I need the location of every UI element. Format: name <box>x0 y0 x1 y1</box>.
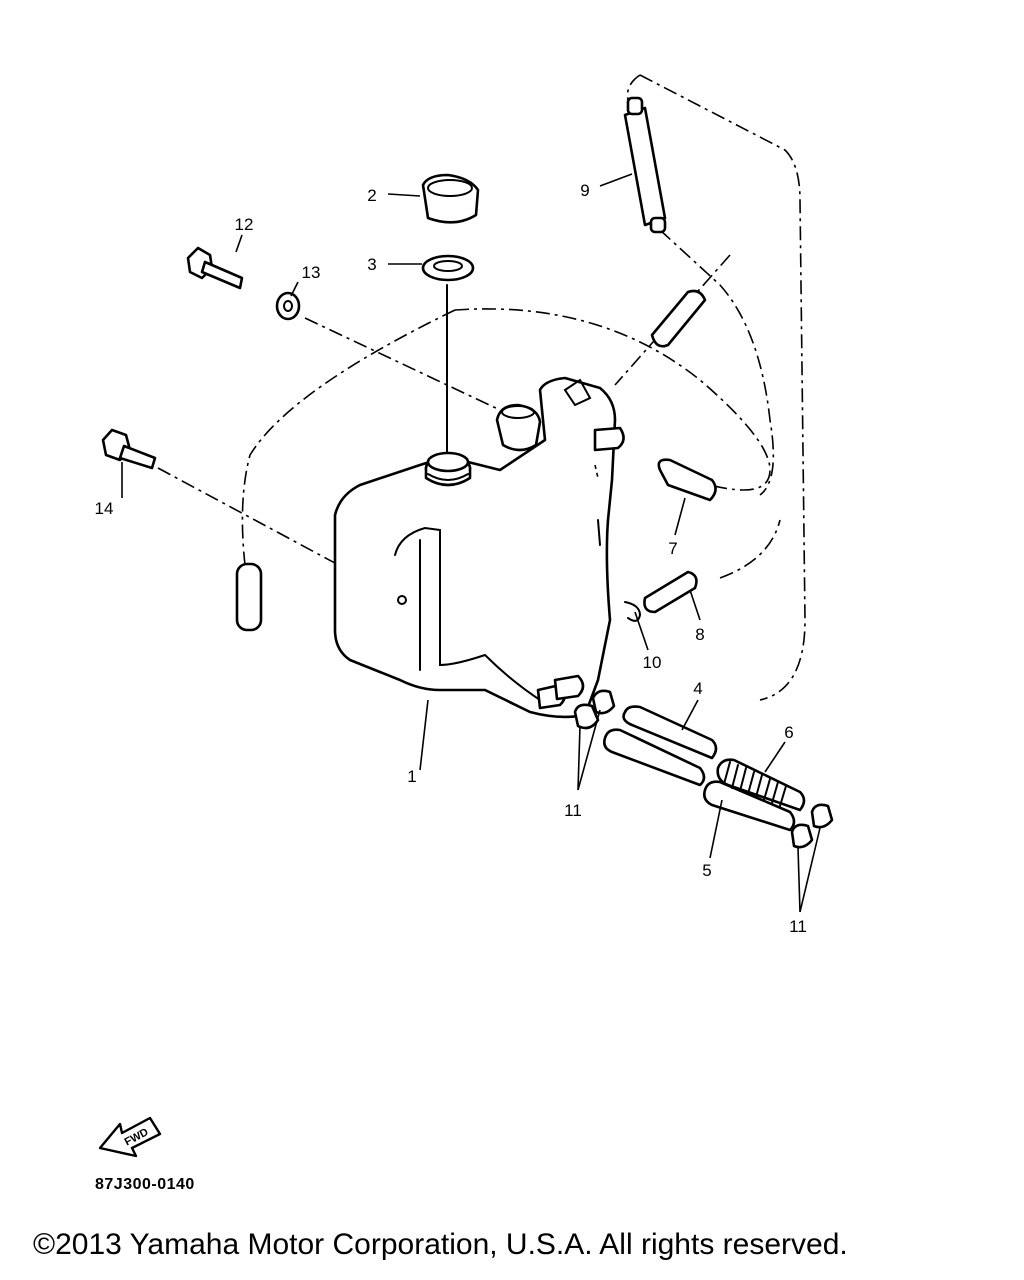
copyright-notice: ©2013 Yamaha Motor Corporation, U.S.A. A… <box>33 1228 848 1261</box>
filler-neck <box>424 451 472 487</box>
washer-13 <box>275 291 301 321</box>
bolt-12 <box>186 246 244 290</box>
part-label-9: 9 <box>580 181 589 200</box>
oil-tank <box>333 376 617 719</box>
forward-arrow-icon: FWD <box>98 1116 162 1158</box>
part-label-1: 1 <box>407 767 416 786</box>
part-label-4: 4 <box>693 679 702 698</box>
seal-washer <box>421 254 475 282</box>
hose-7 <box>657 458 717 502</box>
bolt-14 <box>101 428 157 470</box>
part-label-2: 2 <box>367 186 376 205</box>
part-label-3: 3 <box>367 255 376 274</box>
leader-lines <box>121 173 821 913</box>
filler-cap <box>421 173 480 224</box>
part-label-13: 13 <box>302 263 321 282</box>
spring-guard-6 <box>716 758 806 812</box>
breather-hose-9 <box>623 96 667 234</box>
part-label-6: 6 <box>784 723 793 742</box>
catalog-code: 87J300-0140 <box>95 1176 195 1193</box>
part-label-11a: 11 <box>564 801 582 820</box>
part-label-11b: 11 <box>789 917 807 936</box>
hose-8 <box>643 570 698 614</box>
hose-sleeve-upper <box>650 289 707 348</box>
hose-5 <box>603 728 796 832</box>
clip-10 <box>624 601 642 622</box>
hose-left <box>235 562 263 632</box>
hose-4 <box>622 705 718 760</box>
part-label-10: 10 <box>643 653 662 672</box>
part-label-8: 8 <box>695 625 704 644</box>
part-label-5: 5 <box>702 861 711 880</box>
part-label-7: 7 <box>668 539 677 558</box>
part-label-14: 14 <box>95 499 114 518</box>
breather-nipple <box>495 403 542 452</box>
tank-nipples <box>536 426 625 710</box>
part-label-12: 12 <box>235 215 254 234</box>
